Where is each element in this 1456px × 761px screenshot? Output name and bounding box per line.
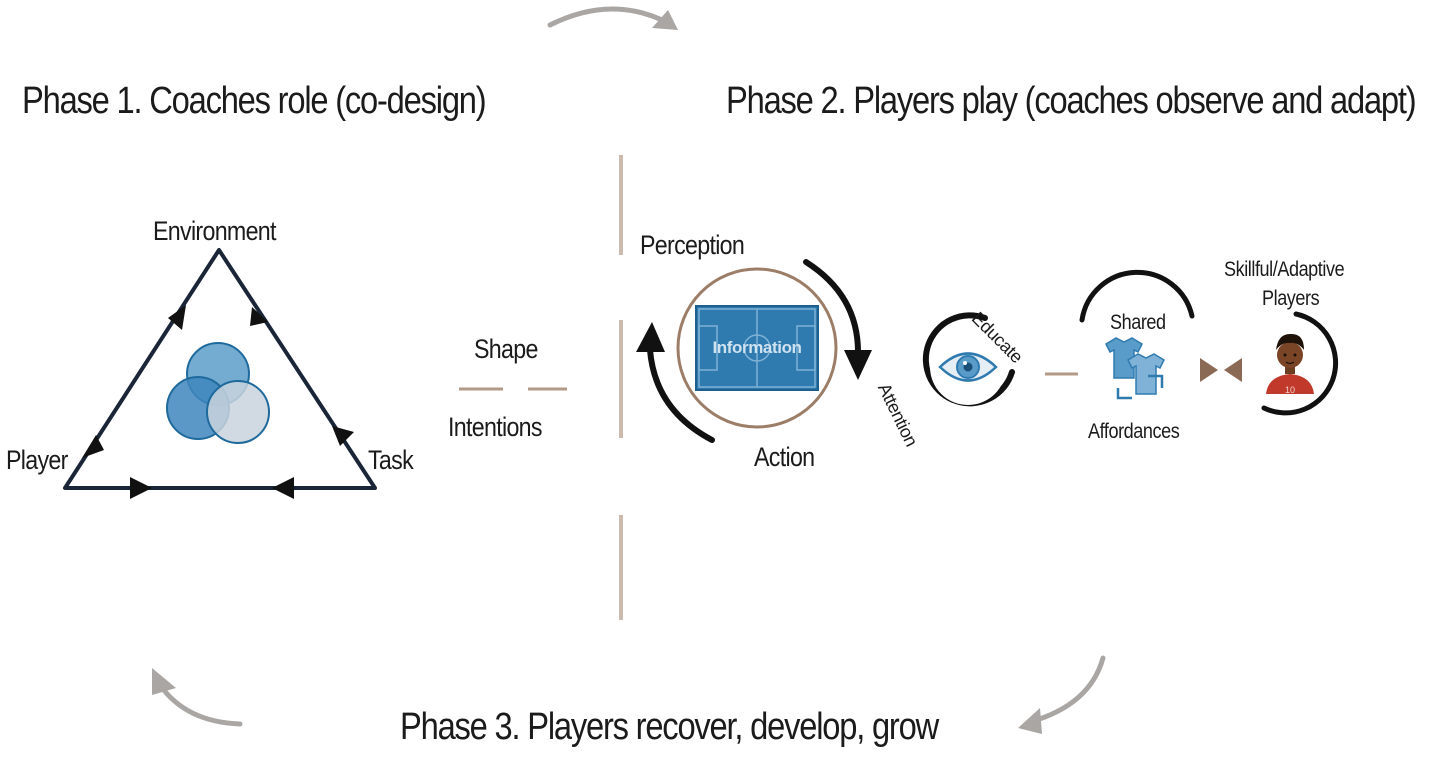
right-cycle-arrowhead — [1018, 708, 1042, 734]
venn-diagram — [166, 342, 270, 444]
left-cycle-arrow — [157, 682, 243, 727]
pitch-information-label: Information — [712, 338, 802, 357]
triangle-arrow-right-edge-top — [250, 307, 268, 326]
action-label: Action — [754, 442, 815, 472]
triangle-arrow-bottom-right — [272, 477, 294, 499]
task-label: Task — [368, 445, 414, 475]
triangle-arrow-right-edge-bottom — [332, 426, 354, 446]
shirts-exchange-icon — [1105, 337, 1165, 400]
phase-1-title: Phase 1. Coaches role (co-design) — [22, 80, 487, 122]
triangle-outline — [63, 248, 377, 490]
player-shirt-number: 10 — [1285, 385, 1295, 395]
triangle-arrow-left-edge-top — [168, 305, 186, 330]
action-arrow — [647, 347, 715, 443]
top-cycle-arrowhead — [652, 10, 678, 30]
eye-icon — [938, 352, 998, 382]
phase-2-title: Phase 2. Players play (coaches observe a… — [726, 80, 1417, 122]
phase-3-title: Phase 3. Players recover, develop, grow — [400, 706, 939, 748]
left-cycle-arrowhead — [152, 668, 176, 695]
player-label: Player — [6, 445, 68, 475]
perception-arrow — [803, 259, 861, 355]
player-title-line2: Players — [1262, 287, 1320, 310]
venn-circle-right — [206, 380, 270, 444]
intentions-label: Intentions — [448, 412, 543, 442]
affordances-label: Affordances — [1088, 420, 1180, 443]
player-avatar-icon: 10 — [1266, 333, 1314, 395]
action-arrowhead — [636, 322, 665, 352]
perception-arrowhead — [844, 350, 872, 380]
environment-label: Environment — [153, 216, 276, 246]
affordances-arc — [1079, 269, 1195, 323]
top-cycle-arrow — [547, 6, 671, 28]
perception-label: Perception — [640, 230, 745, 260]
shared-label: Shared — [1110, 311, 1166, 334]
triangle-arrow-bottom-left — [130, 477, 152, 499]
shape-label: Shape — [474, 334, 538, 364]
right-cycle-arrow — [1027, 655, 1106, 725]
eye-arc — [922, 312, 1015, 407]
football-pitch-icon — [695, 305, 819, 391]
player-title-line1: Skillful/Adaptive — [1224, 258, 1345, 281]
bowtie-connector-icon — [1200, 358, 1242, 382]
triangle-arrow-left-edge-bottom — [82, 435, 104, 458]
player-arc — [1261, 311, 1339, 416]
